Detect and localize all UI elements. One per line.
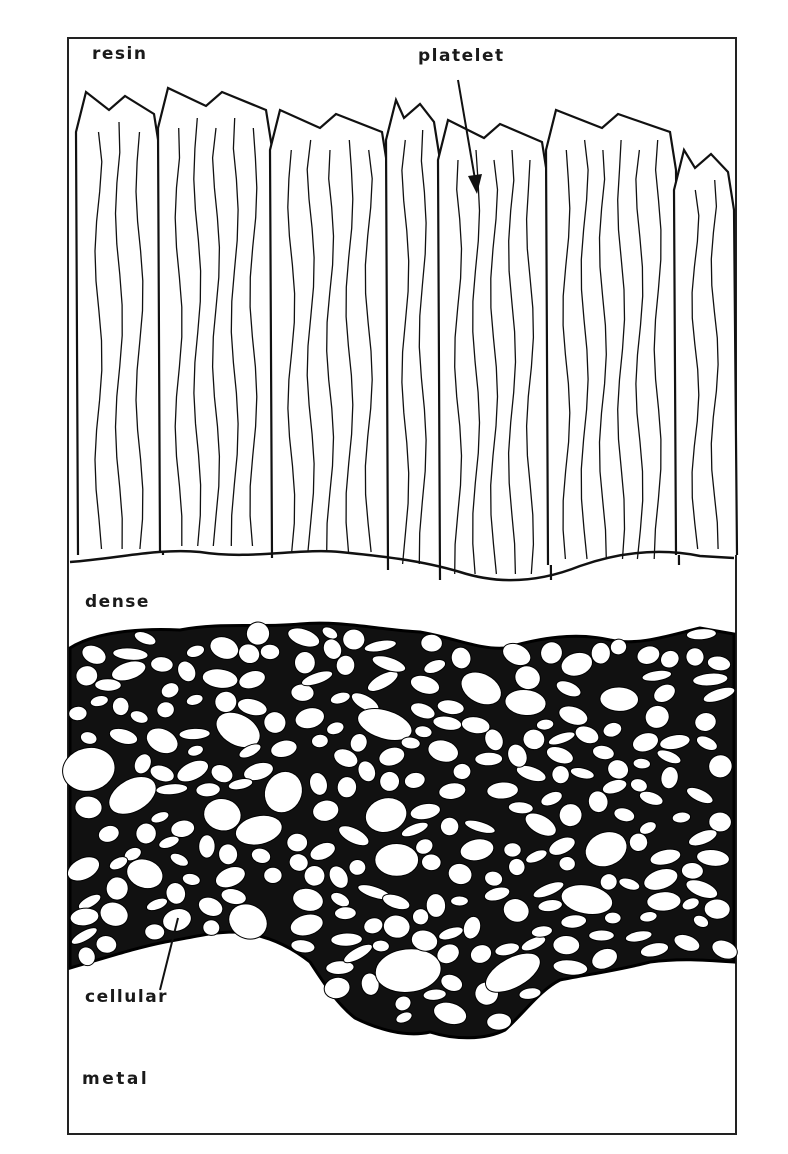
- cell-pore: [589, 930, 615, 941]
- label-cellular: cellular: [85, 987, 168, 1007]
- cell-pore: [260, 644, 280, 660]
- platelet-column: [158, 88, 275, 552]
- label-dense: dense: [85, 592, 150, 612]
- platelet-column: [674, 150, 737, 555]
- platelet-layer: [70, 88, 737, 580]
- cell-pore: [375, 843, 419, 876]
- cell-pore: [420, 634, 442, 653]
- cell-pore: [604, 912, 621, 924]
- cell-pore: [475, 752, 503, 766]
- cell-pore: [591, 642, 611, 665]
- cell-pore: [294, 651, 315, 674]
- cell-pore: [144, 923, 165, 940]
- label-resin: resin: [92, 44, 147, 64]
- cell-pore: [504, 843, 522, 858]
- cell-pore: [372, 940, 390, 953]
- cell-pore: [199, 835, 216, 859]
- cell-pore: [553, 935, 580, 955]
- cell-pore: [334, 906, 356, 919]
- cell-pore: [287, 833, 308, 852]
- cell-pore: [451, 896, 469, 906]
- cell-pore: [264, 867, 283, 884]
- label-platelet: platelet: [418, 46, 505, 66]
- platelet-column: [386, 100, 443, 570]
- cell-pore: [112, 697, 130, 716]
- label-metal: metal: [82, 1069, 149, 1089]
- cell-pore: [348, 859, 366, 876]
